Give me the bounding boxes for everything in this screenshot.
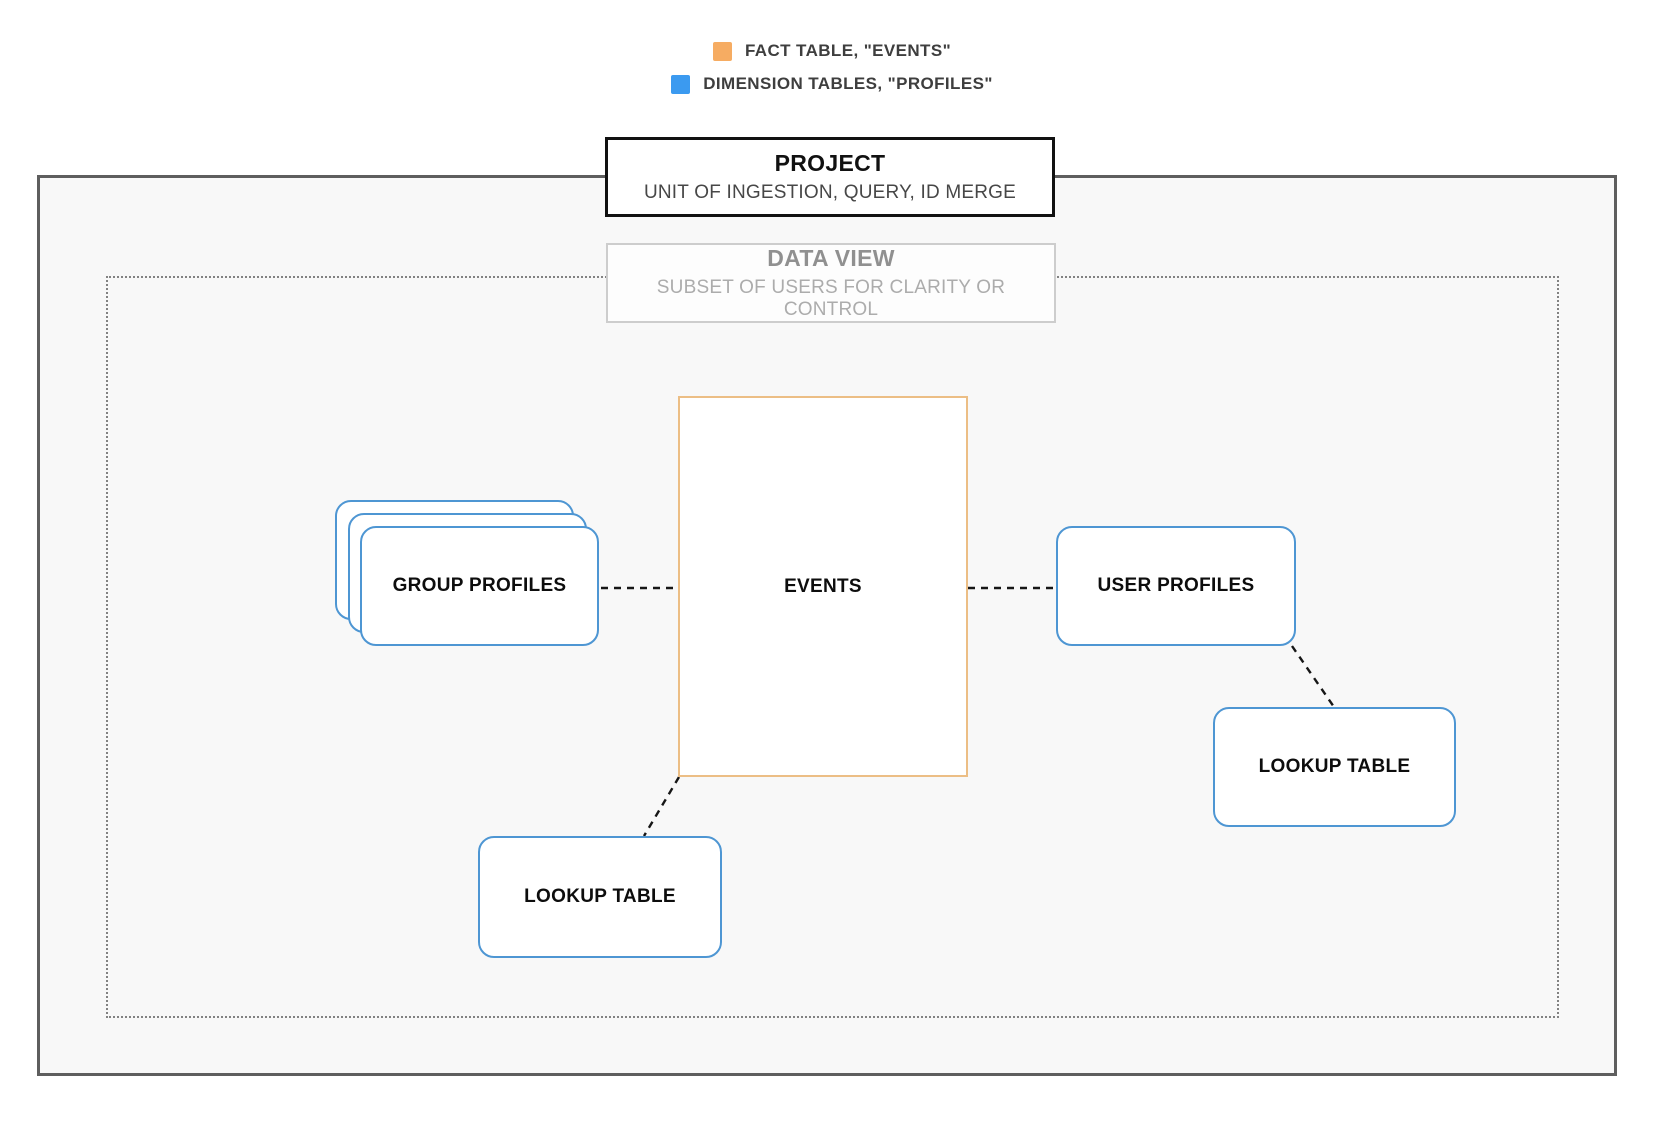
events-node-label: EVENTS [784,575,862,597]
connector-user-profiles-lookup-table [1291,645,1335,708]
events-node: EVENTS [678,396,968,777]
lookup-table-right-node: LOOKUP TABLE [1213,707,1456,827]
project-label-box: PROJECT UNIT OF INGESTION, QUERY, ID MER… [605,137,1055,217]
group-profiles-card-front: GROUP PROFILES [360,526,599,646]
lookup-table-bottom-node: LOOKUP TABLE [478,836,722,958]
data-view-subtitle: SUBSET OF USERS FOR CLARITY OR CONTROL [656,277,1006,320]
fact-table-swatch-icon [712,41,732,61]
legend-item-dimension-tables: DIMENSION TABLES, "PROFILES" [671,74,993,94]
group-profiles-node-label: GROUP PROFILES [392,575,567,596]
legend-item-fact-table: FACT TABLE, "EVENTS" [712,41,952,61]
data-view-title: DATA VIEW [767,245,895,271]
dimension-table-swatch-icon [671,74,691,94]
group-profiles-node: GROUP PROFILES [335,500,599,647]
project-subtitle: UNIT OF INGESTION, QUERY, ID MERGE [643,182,1017,203]
data-view-label-box: DATA VIEW SUBSET OF USERS FOR CLARITY OR… [606,243,1056,323]
connector-events-lookup-table [642,776,681,837]
lookup-table-bottom-node-label: LOOKUP TABLE [524,886,676,907]
user-profiles-node-label: USER PROFILES [1097,575,1255,596]
project-title: PROJECT [774,150,886,176]
lookup-table-right-node-label: LOOKUP TABLE [1258,756,1411,777]
legend-label-fact-table: FACT TABLE, "EVENTS" [744,41,952,60]
user-profiles-node: USER PROFILES [1056,526,1296,646]
legend: FACT TABLE, "EVENTS" DIMENSION TABLES, "… [0,41,1664,94]
legend-label-dimension-tables: DIMENSION TABLES, "PROFILES" [703,74,993,93]
